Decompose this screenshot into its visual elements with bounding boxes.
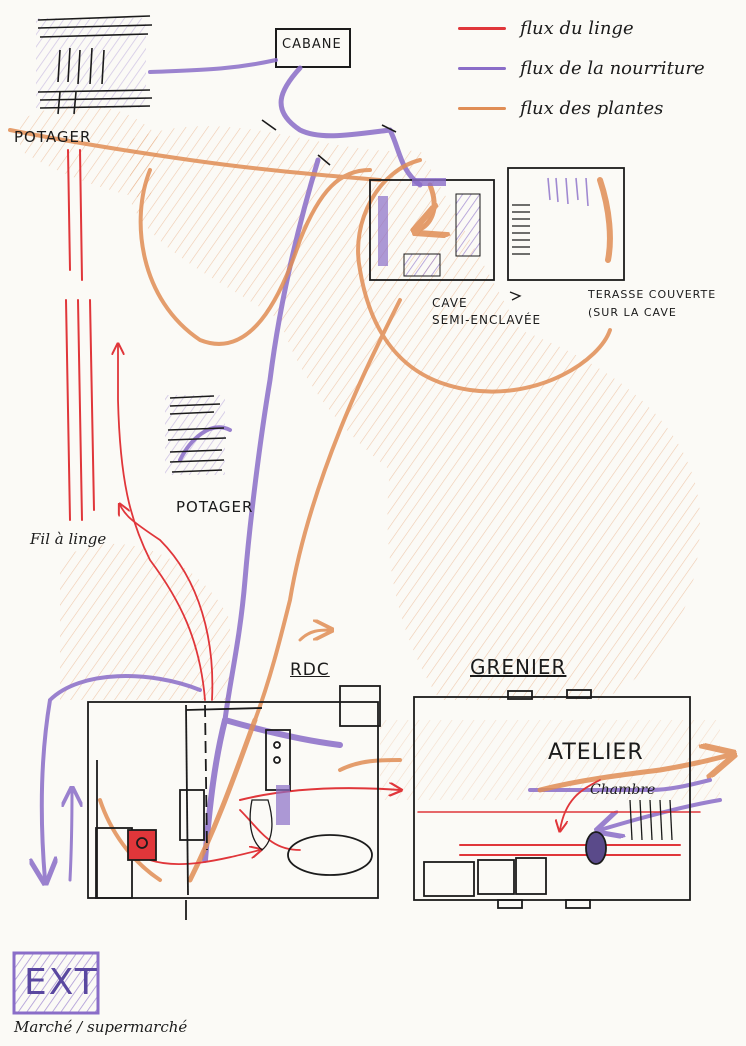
potager-mid-beds xyxy=(165,395,226,475)
legend-swatch-plantes xyxy=(458,107,506,110)
legend-item-plantes: flux des plantes xyxy=(458,98,663,119)
legend-swatch-nourriture xyxy=(458,67,506,70)
label-potager-mid: POTAGER xyxy=(176,498,253,516)
legend-label-plantes: flux des plantes xyxy=(520,98,663,119)
label-atelier: ATELIER xyxy=(548,740,644,765)
label-cave: CAVE xyxy=(432,296,468,310)
legend-label-nourriture: flux de la nourriture xyxy=(520,58,705,79)
label-potager-top: POTAGER xyxy=(14,128,91,146)
label-marche: Marché / supermarché xyxy=(14,1018,187,1036)
label-cave-sub: SEMI-ENCLAVÉE xyxy=(432,313,541,327)
label-terrasse: TERASSE COUVERTE xyxy=(588,288,716,301)
label-terrasse-sub: (SUR LA CAVE xyxy=(588,306,677,319)
potager-top-beds xyxy=(36,16,152,114)
label-rdc: RDC xyxy=(290,660,330,680)
label-fil-linge: Fil à linge xyxy=(30,530,106,548)
legend-item-linge: flux du linge xyxy=(458,18,634,39)
legend-label-linge: flux du linge xyxy=(520,18,634,39)
label-ext: EXT xyxy=(24,962,99,1003)
label-chambre: Chambre xyxy=(590,782,655,798)
label-grenier: GRENIER xyxy=(470,655,566,679)
label-cabane: CABANE xyxy=(282,37,342,52)
legend-swatch-linge xyxy=(458,27,506,30)
legend-item-nourriture: flux de la nourriture xyxy=(458,58,705,79)
terrasse-plan xyxy=(508,168,624,300)
